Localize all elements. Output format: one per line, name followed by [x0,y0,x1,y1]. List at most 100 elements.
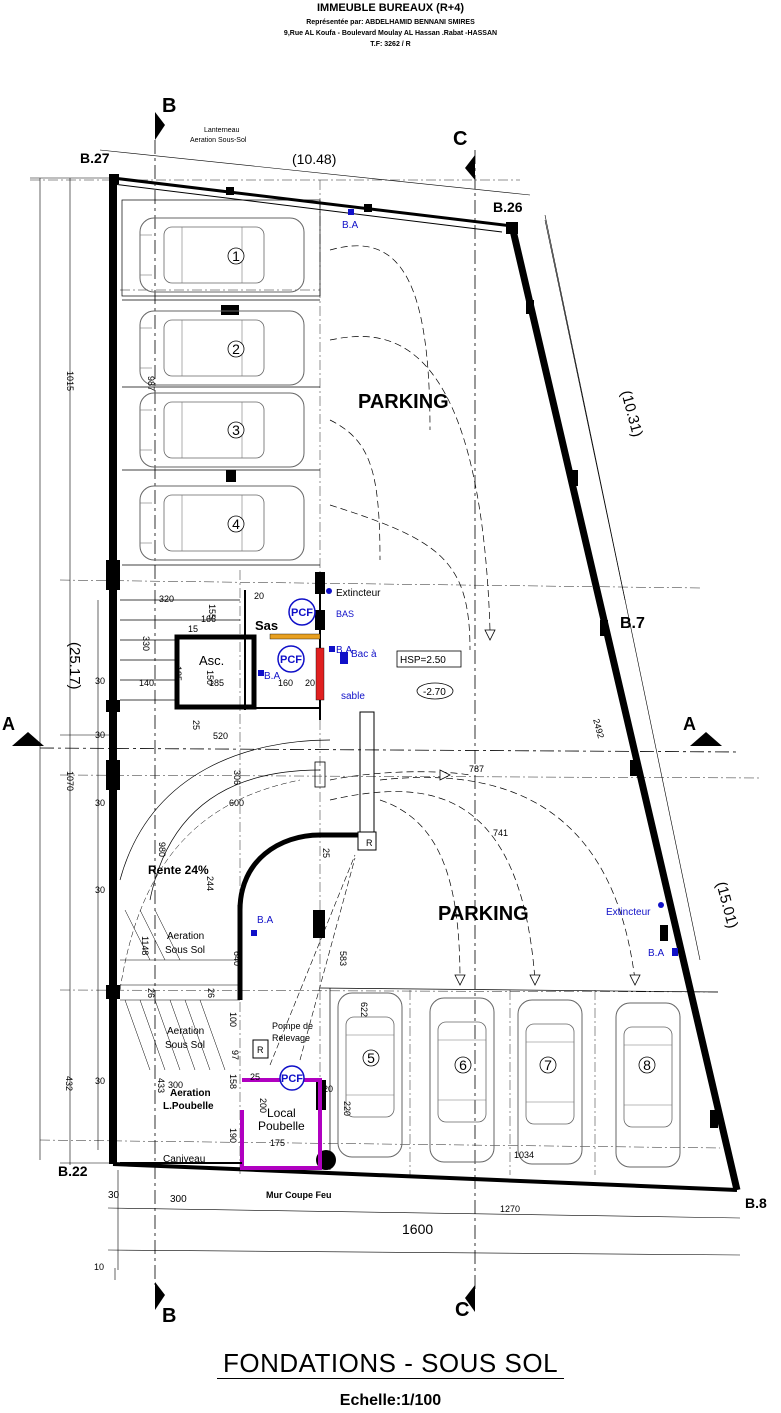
pump-label: Pompe de [272,1021,313,1031]
dim-label: 987 [146,376,156,391]
aeration-label: Aeration Sous-Sol [190,137,247,144]
ramp-label: Rente 24% [148,863,209,877]
dim-label: 244 [205,876,215,891]
east-wall [508,225,741,1191]
section-marker-b-bottom [155,1282,165,1310]
spot-number: 8 [643,1057,651,1073]
title-deed: T.F: 3262 / R [370,41,411,48]
dim-label: 640 [232,951,242,966]
pcf-label: PCF [281,1073,303,1085]
dim-label: 30 [95,676,105,686]
ba-label: B.A [257,915,273,926]
corner-label: B.27 [80,150,110,166]
dim-label: 1600 [402,1221,433,1237]
bas-label: BAS [336,609,354,619]
dim-label: 30 [95,1076,105,1086]
spot-number: 4 [232,516,240,532]
dim-label: 20 [305,678,315,688]
dim-label: 200 [258,1098,268,1113]
ba-label: B.A [648,948,664,959]
pcf-label: PCF [291,607,313,619]
corner-label: B.7 [620,615,645,632]
section-marker-c-top [465,155,475,180]
aeration-label: Sous Sol [165,1040,205,1051]
dim-label: 26 [146,988,156,998]
spot-number: 6 [459,1057,467,1073]
section-label-b: B [162,1305,176,1327]
dim-label: 26 [206,988,216,998]
parking-label: PARKING [358,391,449,413]
dim-label: 980 [157,842,167,857]
aeration-label: L.Poubelle [163,1101,214,1112]
spot-number: 2 [232,341,240,357]
dim-label: 15 [188,624,198,634]
dim-label: 30 [95,730,105,740]
spot-number: 7 [544,1057,552,1073]
local-label: Poubelle [258,1119,305,1133]
dim-label: 1148 [140,936,150,955]
south-wall [112,1162,738,1192]
corner-label: B.22 [58,1163,88,1179]
spot-number: 3 [232,422,240,438]
dim-label: 622 [359,1002,369,1017]
extincteur-label: Extincteur [606,907,651,918]
section-label-c: C [453,128,467,150]
dim-label: 30 [95,798,105,808]
dim-label: 140 [139,678,154,688]
parking-label: PARKING [438,903,529,925]
dim-label: 158 [228,1074,238,1089]
dim-label: 1034 [514,1150,534,1160]
dim-label: 1015 [65,371,75,391]
corner-label: B.8 [745,1195,767,1211]
dim-label: 10 [94,1262,104,1272]
dim-label: 30 [108,1190,120,1201]
dim-label: 330 [141,636,151,651]
section-marker-b-top [155,112,165,140]
dim-label: 2492 [591,718,606,740]
drawing-title-text: FONDATIONS - SOUS SOL [216,1348,565,1379]
dim-label: (15.01) [712,880,741,930]
section-marker-a-left [12,732,44,746]
drawing-scale: Echelle:1/100 [339,1392,442,1409]
spot-number: 5 [367,1050,375,1066]
aeration-label: Sous Sol [165,945,205,956]
dim-label: 520 [213,731,228,741]
pump-label: Relevage [272,1033,310,1043]
section-label-c: C [455,1299,469,1321]
lanterneau-label: Lanterneau [204,127,240,134]
dim-label: 741 [493,828,508,838]
section-label-a: A [2,714,15,734]
north-wall [112,176,513,228]
dim-label: 306 [232,770,242,785]
address: 9,Rue AL Koufa - Boulevard Moulay AL Has… [283,30,498,37]
represented-by: Représentée par: ABDELHAMID BENNANI SMIR… [306,19,475,26]
hsp-label: HSP=2.50 [400,655,446,666]
dim-label: (10.31) [617,389,646,439]
dim-label: 97 [230,1050,240,1060]
dim-label: 583 [338,951,348,966]
ramp-wall [237,832,358,911]
pump-r-label: R [366,838,373,848]
caniveau-label: Caniveau [163,1154,205,1165]
dim-label: 25 [191,720,201,730]
dim-label: 30 [95,885,105,895]
sand-label: Bac à [351,649,377,660]
dim-label: 155 [207,604,217,619]
section-marker-a-right [690,732,722,746]
dim-label: 185 [209,678,224,688]
section-label-b: B [162,95,176,117]
local-label: Local [267,1106,296,1120]
ba-label: B.A [264,671,280,682]
dim-label: 150 [205,670,215,685]
ba-label: B.A [342,220,358,231]
extincteur-label: Extincteur [336,588,381,599]
dim-label: 320 [159,594,174,604]
dim-label: 432 [64,1076,74,1091]
dim-label: 300 [170,1194,187,1205]
dim-label: 100 [228,1012,238,1027]
sas-label: Sas [255,618,278,633]
dim-label: 20 [254,591,264,601]
drawing-title: FONDATIONS - SOUS SOL [0,1348,781,1379]
dim-label: 25 [250,1072,260,1082]
